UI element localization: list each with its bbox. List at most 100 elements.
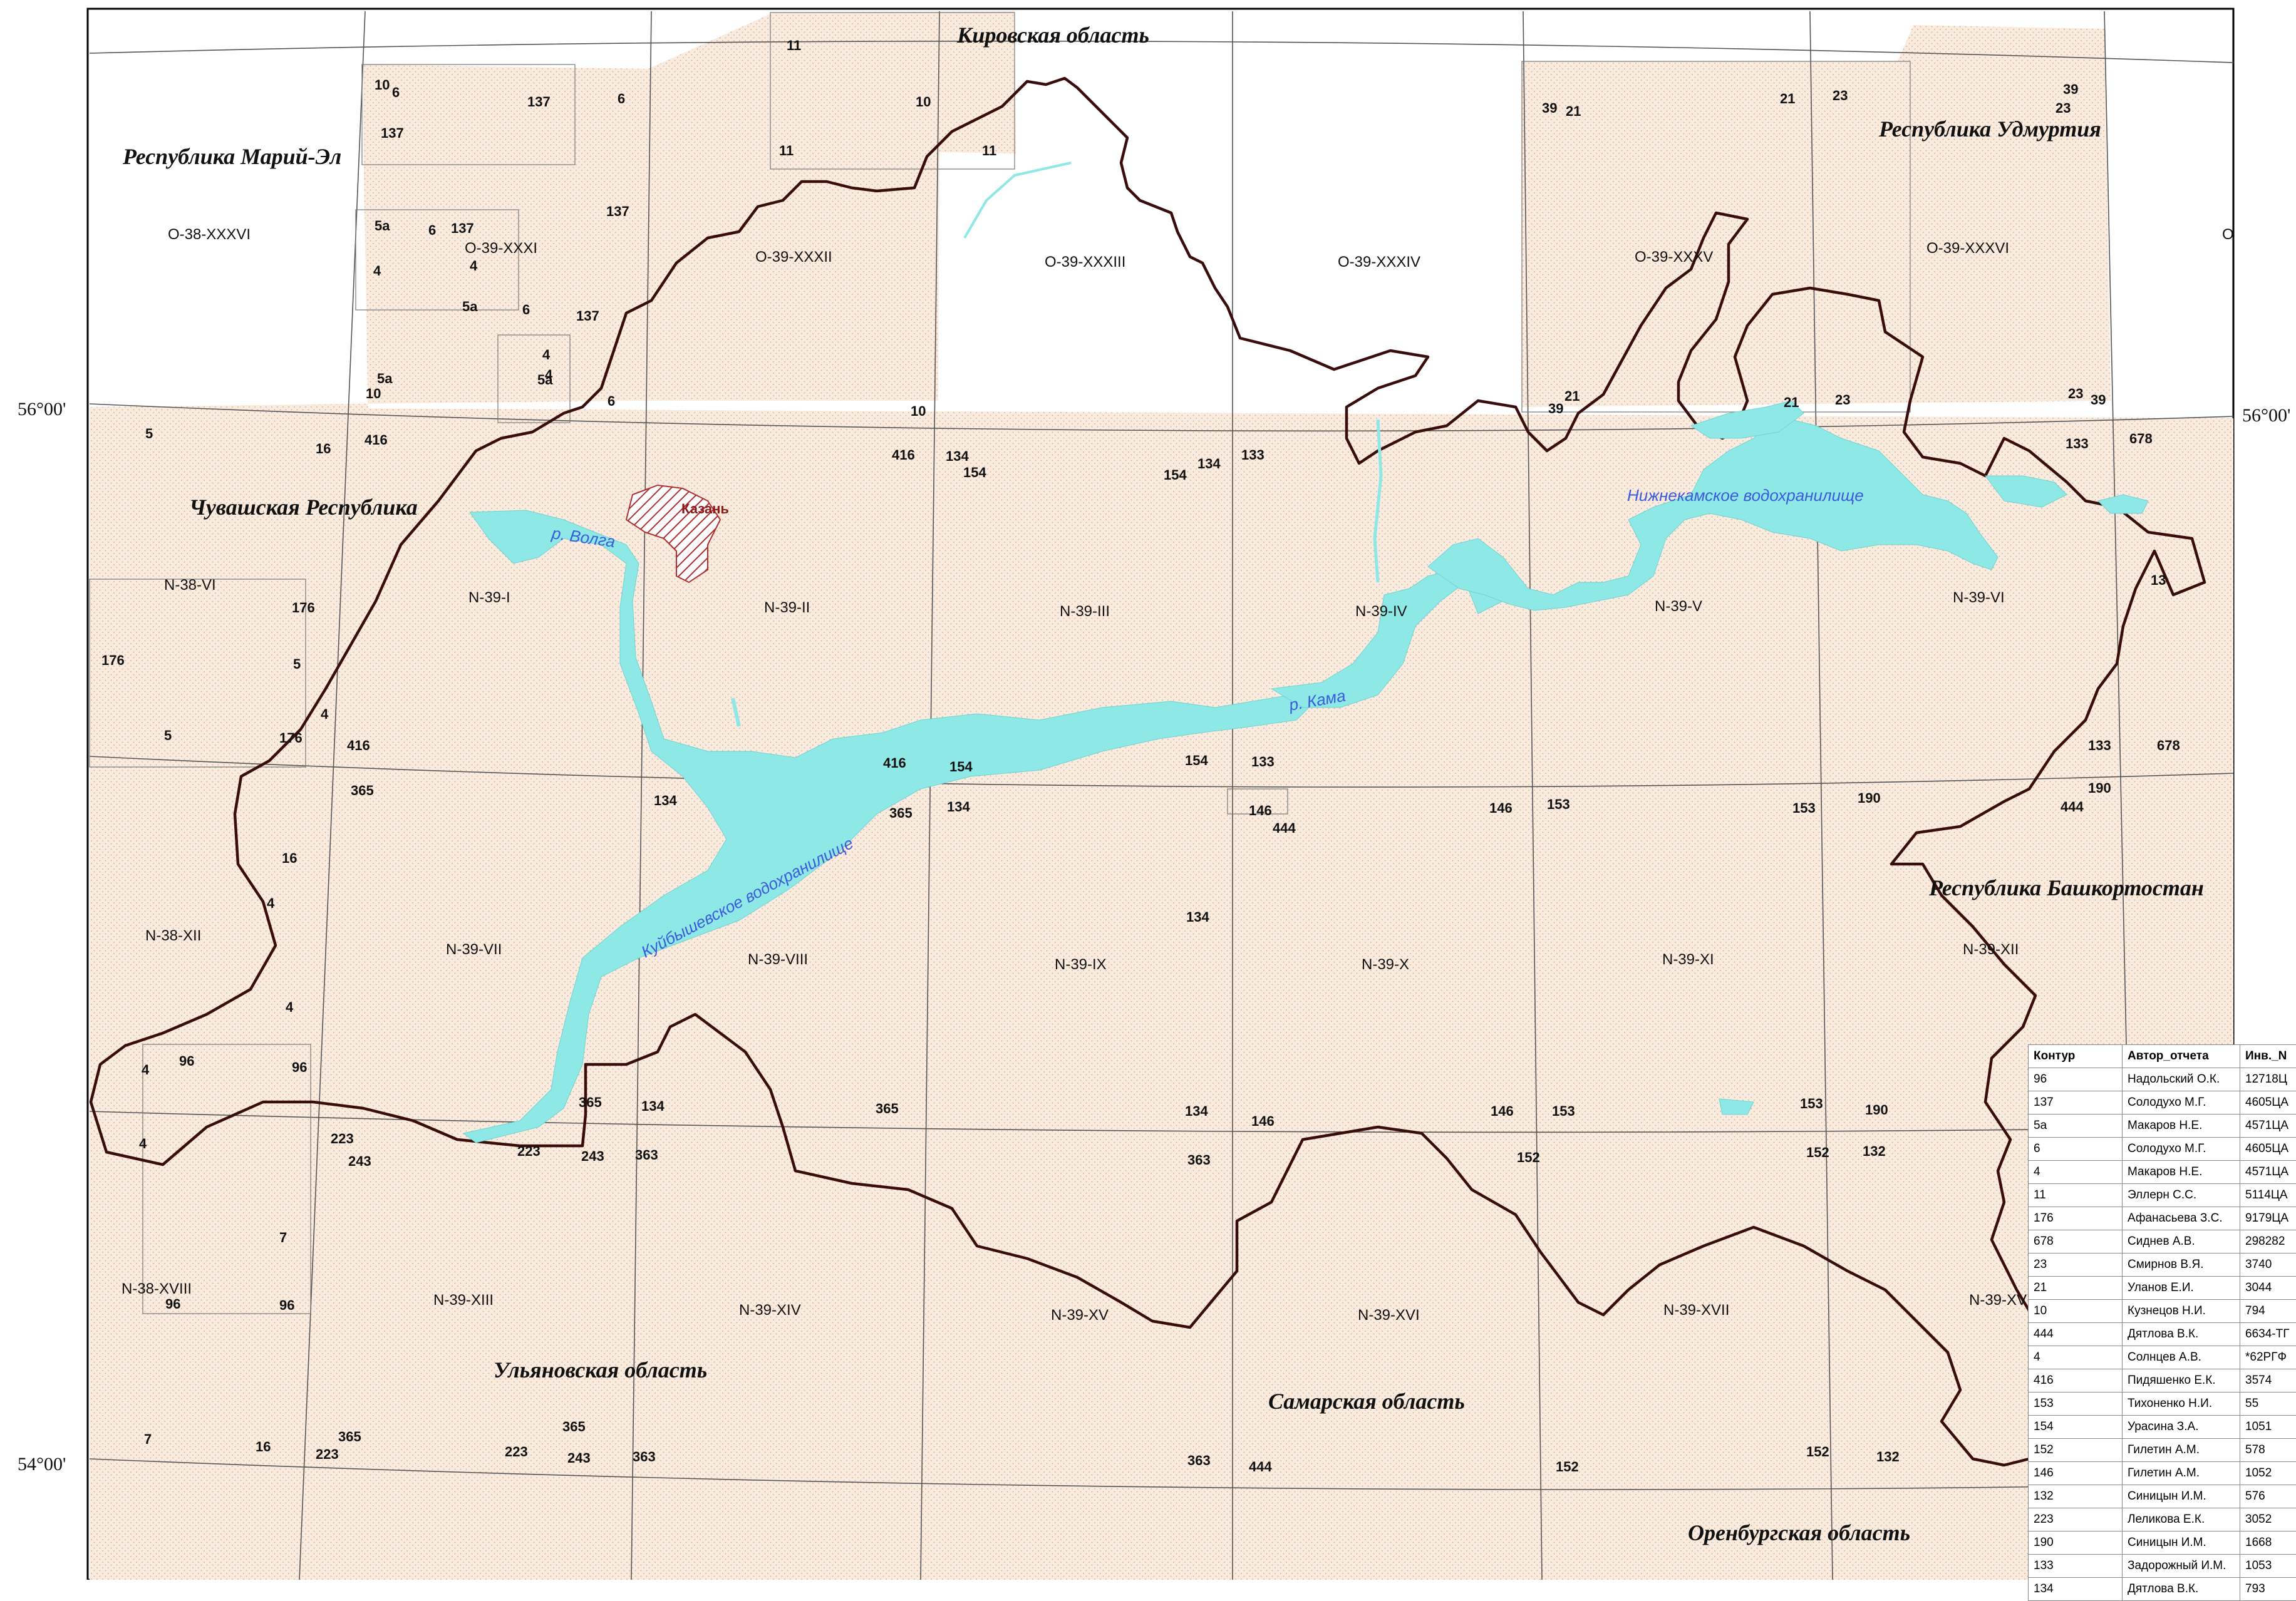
legend-header-author: Автор_отчета xyxy=(2123,1045,2240,1068)
contour-label: 4 xyxy=(286,999,294,1015)
legend-cell: Пидяшенко Е.К. xyxy=(2123,1369,2240,1393)
contour-label: 365 xyxy=(876,1101,899,1116)
legend-cell: 794 xyxy=(2240,1300,2296,1323)
contour-label: 365 xyxy=(338,1429,361,1444)
legend-cell: Урасина З.А. xyxy=(2123,1416,2240,1439)
legend-cell: 4605ЦА xyxy=(2240,1091,2296,1115)
contour-label: 365 xyxy=(562,1419,586,1434)
legend-cell: 154 xyxy=(2029,1416,2123,1439)
legend-cell: 3574 xyxy=(2240,1369,2296,1393)
contour-label: 4 xyxy=(267,895,275,911)
contour-label: 365 xyxy=(351,783,374,798)
contour-label: 223 xyxy=(331,1131,354,1146)
contour-label: 4 xyxy=(321,706,329,722)
legend-cell: 21 xyxy=(2029,1277,2123,1300)
legend-cell: 23 xyxy=(2029,1254,2123,1277)
contour-label: 190 xyxy=(1865,1102,1888,1118)
contour-label: 134 xyxy=(641,1098,664,1114)
contour-label: 223 xyxy=(505,1444,528,1459)
legend-cell: 1051 xyxy=(2240,1416,2296,1439)
legend-cell: Синицын И.М. xyxy=(2123,1532,2240,1555)
legend-cell: 5a xyxy=(2029,1115,2123,1138)
legend-cell: 576 xyxy=(2240,1485,2296,1508)
contour-label: 137 xyxy=(576,308,599,324)
contour-label: 11 xyxy=(779,143,794,158)
legend-cell: Дятлова В.К. xyxy=(2123,1323,2240,1346)
contour-label: 146 xyxy=(1251,1113,1275,1129)
contour-label: 444 xyxy=(1249,1459,1272,1475)
contour-label: 176 xyxy=(279,730,303,746)
legend-cell: Солодухо М.Г. xyxy=(2123,1138,2240,1161)
sheet-label: N-39-III xyxy=(1060,603,1110,620)
legend-cell: 152 xyxy=(2029,1439,2123,1462)
latitude-label-56-left: 56°00' xyxy=(18,399,66,420)
contour-label: 96 xyxy=(165,1296,180,1312)
legend-cell: 223 xyxy=(2029,1508,2123,1532)
contour-label: 137 xyxy=(606,203,629,219)
contour-label: 444 xyxy=(1273,820,1296,836)
contour-label: 176 xyxy=(101,652,125,668)
contour-label: 134 xyxy=(946,448,969,464)
contour-label: 5a xyxy=(537,372,553,388)
region-label-bashkortostan: Республика Башкортостан xyxy=(1928,875,2204,900)
legend-cell: Гилетин А.М. xyxy=(2123,1462,2240,1485)
contour-label: 153 xyxy=(1552,1103,1575,1119)
contour-label: 5a xyxy=(375,218,390,234)
contour-label: 365 xyxy=(579,1094,602,1110)
contour-label: 444 xyxy=(2061,799,2084,815)
region-label-ulyanovsk: Ульяновская область xyxy=(494,1357,707,1382)
sheet-label: N-39-IX xyxy=(1055,956,1107,973)
contour-label: 10 xyxy=(366,386,381,401)
legend-cell: Солнцев А.В. xyxy=(2123,1346,2240,1369)
latitude-label-54-left: 54°00' xyxy=(18,1454,66,1475)
contour-label: 21 xyxy=(1564,388,1580,404)
contour-label: 132 xyxy=(1863,1143,1886,1159)
legend-cell: Леликова Е.К. xyxy=(2123,1508,2240,1532)
legend-cell: Уланов Е.И. xyxy=(2123,1277,2240,1300)
legend-cell: Тихоненко Н.И. xyxy=(2123,1393,2240,1416)
contour-label: 365 xyxy=(889,805,913,821)
region-label-udmurtia: Республика Удмуртия xyxy=(1878,116,2101,142)
contour-label: 137 xyxy=(381,125,404,141)
legend-cell: 176 xyxy=(2029,1207,2123,1230)
legend-cell: 678 xyxy=(2029,1230,2123,1254)
contour-label: 4 xyxy=(373,263,381,279)
contour-label: 134 xyxy=(1185,1103,1208,1119)
legend-cell: 4605ЦА xyxy=(2240,1138,2296,1161)
contour-label: 243 xyxy=(348,1153,371,1169)
sheet-label: N-39-XI xyxy=(1662,951,1714,968)
legend-cell: 1668 xyxy=(2240,1532,2296,1555)
contour-label: 363 xyxy=(1187,1152,1211,1168)
contour-label: 133 xyxy=(2066,436,2089,451)
contour-label: 363 xyxy=(633,1449,656,1465)
region-label-mari-el: Республика Марий-Эл xyxy=(122,144,341,169)
contour-label: 23 xyxy=(1835,392,1850,408)
contour-label: 153 xyxy=(1800,1096,1823,1111)
sheet-label: N-39-XVII xyxy=(1663,1302,1729,1319)
contour-label: 134 xyxy=(947,799,970,815)
contour-label: 21 xyxy=(1784,394,1799,410)
legend-cell: 3052 xyxy=(2240,1508,2296,1532)
contour-label: 39 xyxy=(1548,401,1563,416)
contour-label: 243 xyxy=(581,1148,604,1164)
legend-cell: 3044 xyxy=(2240,1277,2296,1300)
contour-label: 39 xyxy=(1542,100,1557,116)
city-label-kazan: Казань xyxy=(681,501,729,517)
contour-label: 10 xyxy=(911,403,926,419)
contour-label: 16 xyxy=(282,850,297,866)
legend-cell: 134 xyxy=(2029,1578,2123,1601)
legend-cell: 6 xyxy=(2029,1138,2123,1161)
